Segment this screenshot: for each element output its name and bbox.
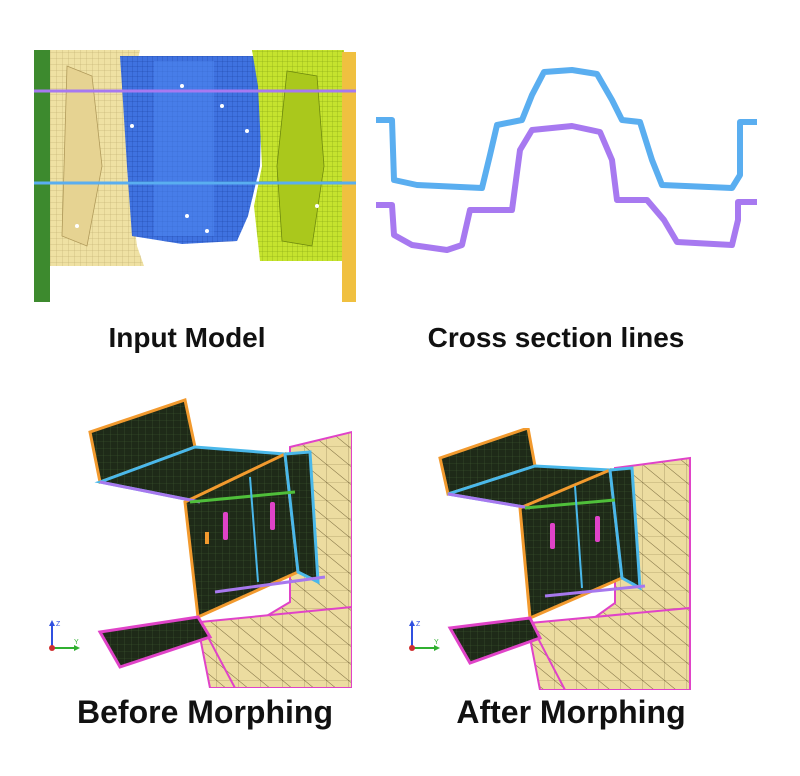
after-morphing-caption: After Morphing <box>456 694 686 730</box>
axis-label-z: Z <box>416 621 421 628</box>
axis-label-z: Z <box>56 621 61 628</box>
cross-section-caption: Cross section lines <box>427 322 685 353</box>
before-morphing-caption: Before Morphing <box>77 694 333 730</box>
after-morphing-view <box>400 428 700 690</box>
axis-triad-after: Z Y <box>404 616 444 656</box>
input-model-mesh <box>34 50 356 302</box>
input-model-view <box>32 46 362 304</box>
axis-label-y: Y <box>74 639 79 646</box>
after-morphing-mesh <box>438 428 691 690</box>
cross-section-view <box>372 60 762 265</box>
axis-triad-before: Z Y <box>44 616 84 656</box>
input-model-caption: Input Model <box>108 322 266 353</box>
section-line-upper <box>376 67 757 191</box>
axis-label-y: Y <box>434 639 439 646</box>
before-morphing-mesh <box>88 398 352 688</box>
section-line-lower <box>376 123 757 253</box>
cross-section-plot <box>376 67 757 253</box>
before-morphing-view <box>40 392 352 688</box>
